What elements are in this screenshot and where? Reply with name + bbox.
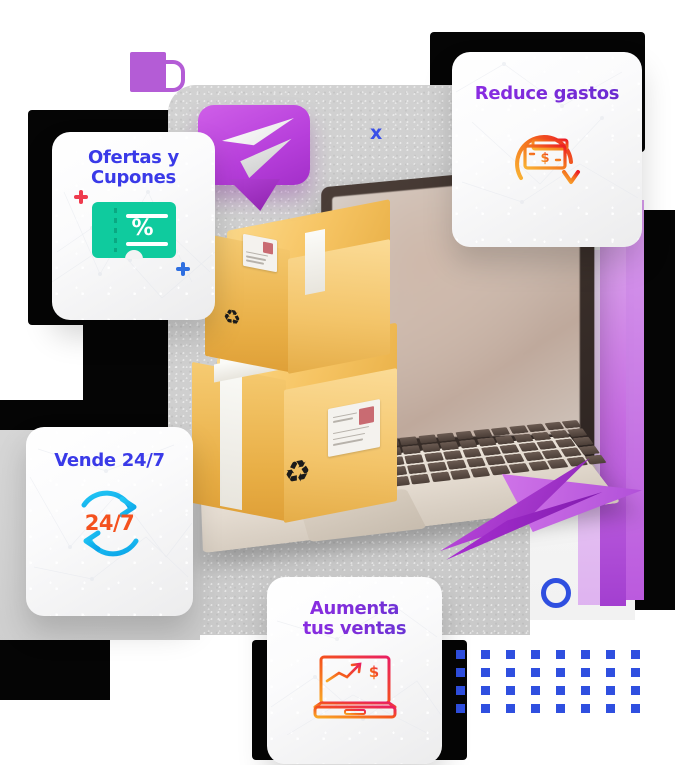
card-title: Aumenta tus ventas: [302, 598, 407, 640]
recycle-icon: ♻: [223, 303, 241, 331]
money-dollar-label: $: [540, 151, 549, 166]
card-reduce-gastos[interactable]: Reduce gastos $: [452, 52, 642, 247]
sparkle-icon: [74, 190, 88, 204]
paper-plane-icon: [222, 112, 298, 178]
decor-ring-icon: [541, 578, 571, 608]
card-aumenta-tus-ventas[interactable]: Aumenta tus ventas $: [267, 577, 442, 764]
coupon-percent-label: %: [131, 216, 154, 242]
money-refund-icon: $: [501, 114, 593, 194]
card-ofertas-cupones[interactable]: Ofertas y Cupones %: [52, 132, 215, 320]
card-vende-24-7[interactable]: Vende 24/7 24/7: [26, 427, 193, 616]
decor-bar-secondary: [626, 200, 644, 600]
mug-handle-icon: [163, 60, 185, 92]
recycle-icon: ♻: [284, 452, 311, 493]
sparkle-icon: [176, 262, 190, 276]
decor-x-mark: x: [370, 122, 383, 144]
card-title: Reduce gastos: [474, 83, 620, 104]
card-title: Ofertas y Cupones: [88, 147, 179, 189]
paper-plane-large-icon: [440, 440, 642, 570]
mug-icon: [130, 52, 166, 92]
coupon-percent-icon: %: [91, 202, 176, 260]
cycle-24-7-label: 24/7: [84, 511, 135, 536]
parcel-box-top: ♻: [205, 199, 390, 375]
decor-bar-main: [600, 186, 626, 606]
cycle-24-7-icon: 24/7: [64, 483, 156, 565]
laptop-sales-chart-icon: $: [307, 651, 403, 729]
chart-dollar-label: $: [368, 663, 378, 681]
decor-dot-grid: [456, 650, 656, 722]
shipping-label: [328, 398, 380, 458]
shipping-label: [243, 233, 277, 273]
card-title: Vende 24/7: [54, 450, 165, 471]
